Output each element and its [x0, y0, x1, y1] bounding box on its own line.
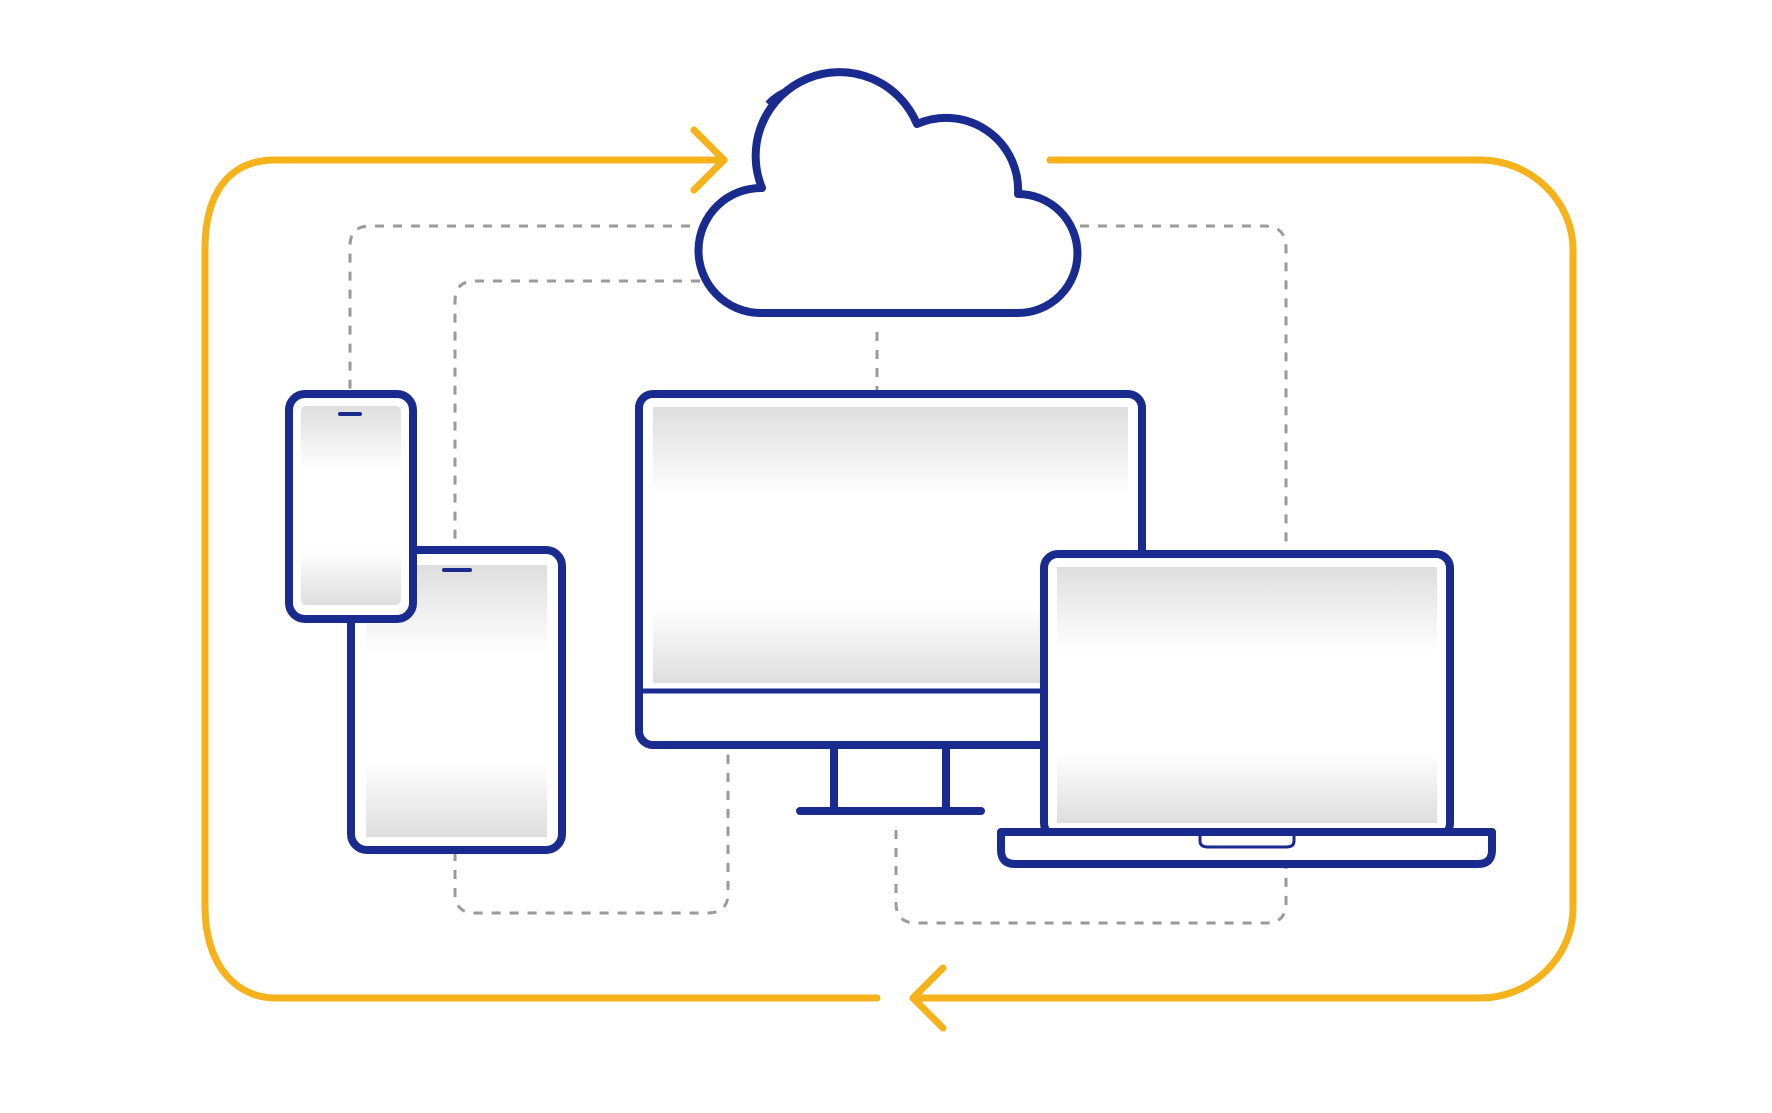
sync-path-left — [201, 156, 881, 1002]
sync-cycle — [201, 126, 1577, 1032]
laptop-icon — [997, 550, 1496, 868]
dashed-link-tablet-desktop — [453, 745, 730, 915]
sync-path-right — [909, 156, 1577, 1002]
dashed-link-cloud-phone — [348, 224, 690, 392]
cloud-icon — [694, 68, 1082, 317]
tablet-icon — [347, 546, 566, 854]
laptop-screen — [1057, 567, 1437, 823]
dashed-link-cloud-laptop — [1080, 224, 1288, 552]
phone-screen — [301, 406, 401, 605]
arrow-into-cloud-icon — [690, 126, 728, 194]
dashed-link-cloud-tablet — [453, 279, 700, 547]
smartphone-icon — [285, 390, 417, 623]
desktop-monitor-icon — [635, 390, 1146, 815]
dashed-links — [348, 224, 1288, 925]
arrow-return-icon — [909, 964, 947, 1032]
